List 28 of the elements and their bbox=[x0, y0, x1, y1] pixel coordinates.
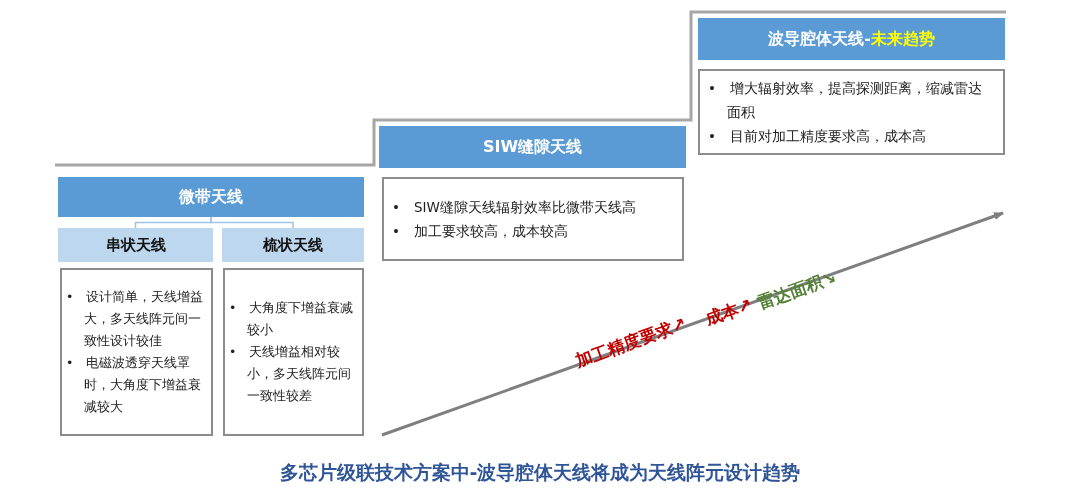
header-bar bbox=[379, 126, 686, 168]
trend-label: 成本↗ bbox=[702, 293, 756, 331]
heading-text: SIW缝隙天线 bbox=[482, 136, 583, 158]
bullet-text: • SIW缝隙天线辐射效率比微带天线高 bbox=[392, 198, 637, 217]
trend-label: 雷达面积↘ bbox=[754, 265, 840, 315]
header-bar bbox=[698, 18, 1005, 60]
connector-line bbox=[210, 216, 294, 229]
heading-text: 微带天线 bbox=[179, 186, 243, 208]
description-box bbox=[60, 268, 213, 436]
header-bar bbox=[58, 177, 364, 217]
sub-header-bar bbox=[222, 228, 364, 262]
description-box bbox=[698, 69, 1005, 155]
bullet-text: • 目前对加工精度要求高，成本高 bbox=[708, 127, 927, 146]
bullet-text: • 设计简单，天线增益大，多天线阵元间一致性设计较佳 bbox=[66, 288, 205, 350]
sub-header-bar bbox=[58, 228, 213, 262]
caption-text: 多芯片级联技术方案中-波导腔体天线将成为天线阵元设计趋势 bbox=[279, 461, 801, 483]
bullet-text: • 电磁波透穿天线罩时，大角度下增益衰减较大 bbox=[66, 354, 202, 416]
bullet-text: • 大角度下增益衰减较小 bbox=[229, 299, 355, 339]
heading-text: 波导腔体天线- bbox=[768, 28, 871, 50]
description-box bbox=[382, 177, 684, 261]
heading-text: 梳状天线 bbox=[263, 235, 323, 255]
bullet-text: • 增大辐射效率，提高探测距离，缩减雷达面积 bbox=[708, 79, 983, 122]
heading-text: 串状天线 bbox=[105, 235, 166, 255]
bullet-text: • 天线增益相对较小，多天线阵元间一致性较差 bbox=[229, 343, 352, 405]
highlight-text: 未来趋势 bbox=[870, 28, 935, 50]
description-box bbox=[223, 268, 364, 436]
trend-label: 加工精度要求↗ bbox=[572, 312, 690, 373]
bullet-text: • 加工要求较高，成本较高 bbox=[392, 222, 569, 241]
